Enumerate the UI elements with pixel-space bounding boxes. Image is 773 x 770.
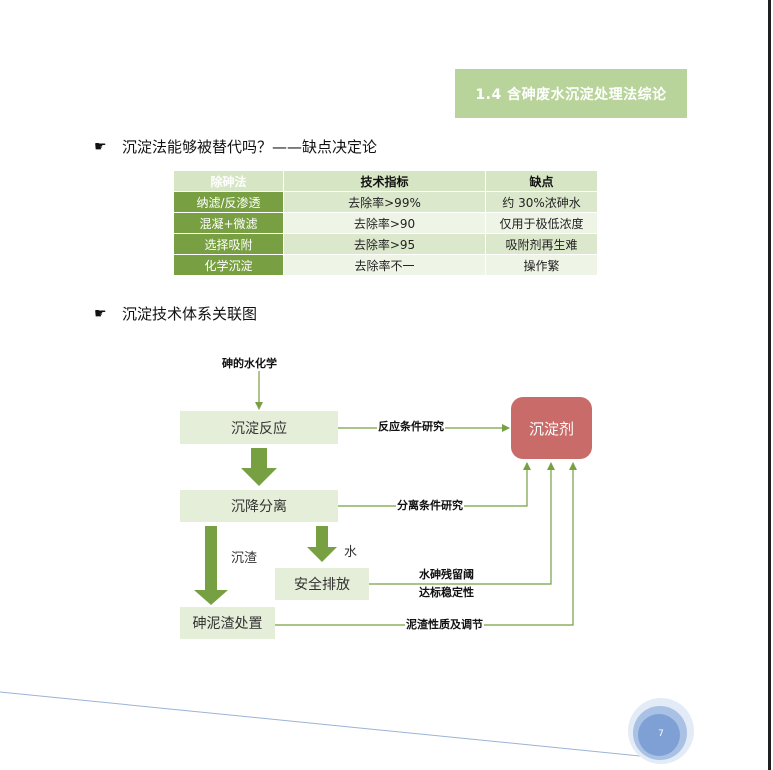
table-row: 纳滤/反渗透 去除率>99% 约 30%浓砷水 <box>173 191 598 213</box>
method-cell: 纳滤/反渗透 <box>173 191 284 213</box>
arrow-discharge-to-agent <box>369 462 555 585</box>
spec-cell: 去除率>90 <box>283 212 486 234</box>
label-separation-conditions: 分离条件研究 <box>396 499 464 513</box>
method-cell: 化学沉淀 <box>173 254 284 276</box>
arrow-separation-to-sludge <box>194 526 228 605</box>
page-number-badge <box>628 698 694 764</box>
label-compliance-stability: 达标稳定性 <box>418 586 475 600</box>
method-cell: 选择吸附 <box>173 233 284 255</box>
drawback-cell: 操作繁 <box>485 254 598 276</box>
box-precipitant: 沉淀剂 <box>511 397 592 459</box>
drawback-cell: 约 30%浓砷水 <box>485 191 598 213</box>
arrow-separation-to-discharge <box>307 526 337 562</box>
table-header-row: 除砷法 技术指标 缺点 <box>173 170 598 192</box>
box-sedimentation-separation: 沉降分离 <box>180 490 338 522</box>
arrow-sludge-to-agent <box>275 462 577 626</box>
spec-cell: 去除率>95 <box>283 233 486 255</box>
drawback-cell: 仅用于极低浓度 <box>485 212 598 234</box>
label-arsenic-residual-threshold: 水砷残留阈 <box>418 568 475 582</box>
label-water: 水 <box>344 545 358 560</box>
spec-cell: 去除率>99% <box>283 191 486 213</box>
page-edge-rule <box>768 0 771 770</box>
box-safe-discharge: 安全排放 <box>275 568 369 600</box>
decorative-diagonal-line <box>0 691 651 758</box>
header-drawback: 缺点 <box>485 170 598 192</box>
table-row: 混凝+微滤 去除率>90 仅用于极低浓度 <box>173 212 598 234</box>
box-sludge-disposal: 砷泥渣处置 <box>180 607 275 639</box>
label-arsenic-chemistry: 砷的水化学 <box>221 357 278 371</box>
table-row: 选择吸附 去除率>95 吸附剂再生难 <box>173 233 598 255</box>
heading-relation-diagram-text: 沉淀技术体系关联图 <box>122 305 258 323</box>
pointing-hand-icon: ☛ <box>94 138 107 155</box>
method-cell: 混凝+微滤 <box>173 212 284 234</box>
box-precipitation-reaction: 沉淀反应 <box>180 411 338 444</box>
heading-relation-diagram: ☛ 沉淀技术体系关联图 <box>94 303 257 324</box>
drawback-cell: 吸附剂再生难 <box>485 233 598 255</box>
method-comparison-table: 除砷法 技术指标 缺点 纳滤/反渗透 去除率>99% 约 30%浓砷水 混凝+微… <box>173 170 598 276</box>
table-row: 化学沉淀 去除率不一 操作繁 <box>173 254 598 276</box>
heading-replaceability-text: 沉淀法能够被替代吗？——缺点决定论 <box>122 138 378 156</box>
header-spec: 技术指标 <box>283 170 486 192</box>
header-method: 除砷法 <box>173 170 284 192</box>
heading-replaceability: ☛ 沉淀法能够被替代吗？——缺点决定论 <box>94 136 377 157</box>
pointing-hand-icon: ☛ <box>94 305 107 322</box>
label-slag: 沉渣 <box>231 551 258 566</box>
arrow-reaction-to-separation <box>241 448 277 486</box>
page-number: 7 <box>658 729 664 739</box>
label-sludge-properties: 泥渣性质及调节 <box>405 618 484 632</box>
label-reaction-conditions: 反应条件研究 <box>377 420 445 434</box>
section-title-banner: 1.4 含砷废水沉淀处理法综论 <box>455 69 687 118</box>
spec-cell: 去除率不一 <box>283 254 486 276</box>
